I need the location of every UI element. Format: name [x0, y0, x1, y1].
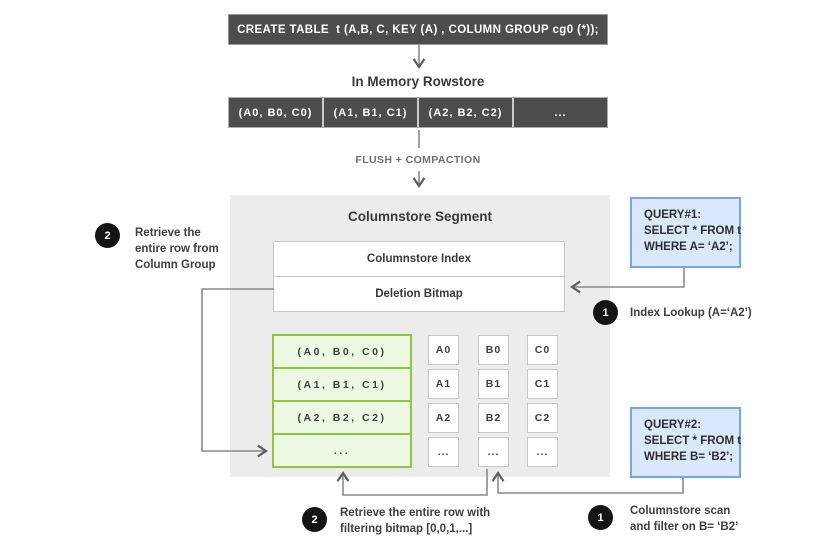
- query2-box: QUERY#2: SELECT * FROM t WHERE B= ‘B2’;: [630, 407, 741, 478]
- column-a-cell: ...: [428, 437, 459, 467]
- query1-where: WHERE A= ‘A2’;: [644, 241, 733, 253]
- query1-box: QUERY#1: SELECT * FROM t WHERE A= ‘A2’;: [630, 197, 741, 268]
- rowstore-cell: (A1, B1, C1): [322, 98, 417, 127]
- column-b-cell: ...: [478, 437, 509, 467]
- column-group-row: (A2, B2, C2): [274, 400, 410, 433]
- step-badge-2: 2: [302, 507, 327, 532]
- column-a-cell: A0: [428, 335, 459, 365]
- annotation-line: filtering bitmap [0,0,1,...]: [340, 523, 473, 535]
- annotation-line: Retrieve the entire row with: [340, 507, 491, 519]
- column-b-cell: B2: [478, 403, 509, 433]
- column-b-cell: B1: [478, 369, 509, 399]
- rowstore-cell: (A0, B0, C0): [238, 106, 313, 119]
- annotation-line: entire row from: [135, 243, 219, 255]
- columnstore-segment-title: Columnstore Segment: [347, 209, 493, 224]
- rowstore-cell: (A2, B2, C2): [417, 98, 512, 127]
- annotation-line: Index Lookup (A=‘A2’): [630, 307, 752, 319]
- flush-compaction-label: FLUSH + COMPACTION: [355, 154, 481, 166]
- column-c-cell: C2: [527, 403, 558, 433]
- create-table-statement: CREATE TABLE t (A,B, C, KEY (A) , COLUMN…: [228, 14, 608, 45]
- column-a-cell: A1: [428, 369, 459, 399]
- annotation-line: Columnstore scan: [630, 505, 731, 517]
- query2-title: QUERY#2:: [644, 419, 702, 431]
- step-badge-2: 2: [95, 223, 120, 248]
- column-c-cell: C1: [527, 369, 558, 399]
- query1-title: QUERY#1:: [644, 209, 702, 221]
- rowstore-bar: (A0, B0, C0) (A1, B1, C1) (A2, B2, C2) .…: [228, 97, 608, 128]
- column-c-cell: ...: [527, 437, 558, 467]
- annotation-retrieve-column-group: Retrieve the entire row from Column Grou…: [135, 225, 219, 273]
- rowstore-title: In Memory Rowstore: [351, 74, 485, 89]
- annotation-index-lookup: Index Lookup (A=‘A2’): [630, 305, 752, 321]
- column-group-row: (A1, B1, C1): [274, 367, 410, 400]
- query1-select: SELECT * FROM t: [644, 225, 742, 237]
- query2-where: WHERE B= ‘B2’;: [644, 451, 734, 463]
- deletion-bitmap-bar: Deletion Bitmap: [273, 276, 565, 312]
- annotation-line: Column Group: [135, 259, 216, 271]
- column-group-row: (A0, B0, C0): [297, 345, 387, 358]
- annotation-retrieve-filtering-bitmap: Retrieve the entire row with filtering b…: [340, 505, 490, 537]
- columnstore-index-bar: Columnstore Index: [273, 241, 565, 277]
- step-badge-1: 1: [593, 300, 618, 325]
- column-group-row: ...: [274, 433, 410, 466]
- annotation-line: and filter on B= ‘B2’: [630, 521, 739, 533]
- query2-select: SELECT * FROM t: [644, 435, 742, 447]
- step-badge-1: 1: [588, 505, 613, 530]
- column-group-box: (A0, B0, C0) (A1, B1, C1) (A2, B2, C2) .…: [272, 334, 412, 468]
- annotation-columnstore-scan: Columnstore scan and filter on B= ‘B2’: [630, 503, 738, 535]
- annotation-line: Retrieve the: [135, 227, 201, 239]
- column-a-cell: A2: [428, 403, 459, 433]
- column-c-cell: C0: [527, 335, 558, 365]
- column-b-cell: B0: [478, 335, 509, 365]
- rowstore-cell: ...: [512, 98, 607, 127]
